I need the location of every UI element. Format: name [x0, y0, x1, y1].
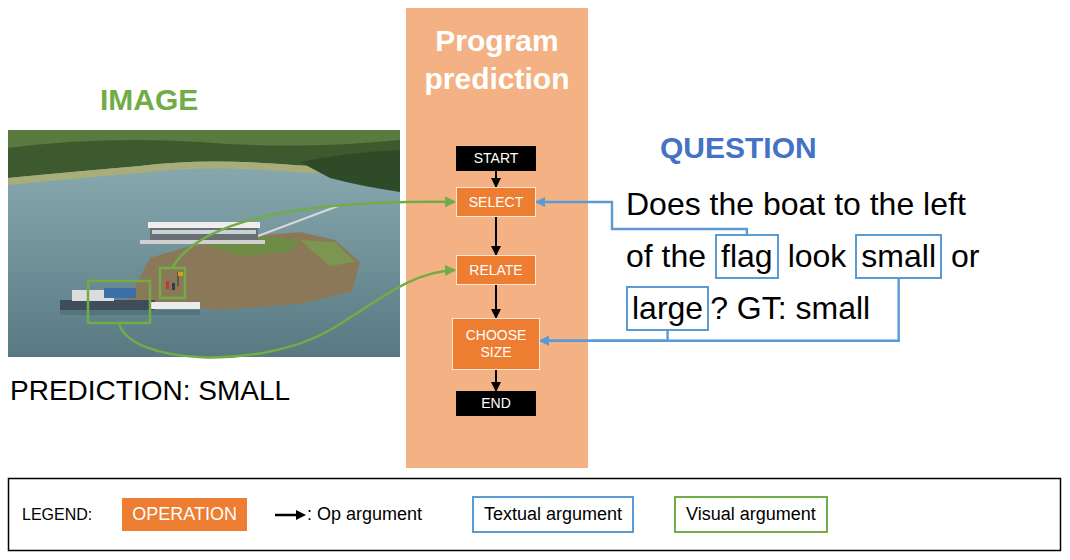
legend-item: Visual argument: [674, 496, 828, 533]
legend-item: OPERATION: [122, 498, 247, 531]
arrow-sample: [273, 507, 307, 523]
textual-argument-box: flag: [715, 234, 779, 278]
question-line: large? GT: small: [626, 286, 870, 331]
question-text: look: [788, 237, 847, 275]
question-text: ? GT: small: [710, 289, 870, 327]
node-label: SELECT: [466, 194, 526, 211]
textual-argument-link: [540, 331, 668, 341]
section-heading: IMAGE: [100, 83, 198, 117]
legend-frame: [9, 479, 1061, 551]
node-label: RELATE: [466, 262, 525, 279]
legend-sample-box: Visual argument: [674, 496, 828, 533]
boat-hull: [60, 300, 155, 310]
question-text: of the: [626, 237, 706, 275]
rocky-shore: [128, 232, 360, 310]
textual-argument-link: [540, 279, 899, 341]
legend-sample-box: Textual argument: [472, 496, 634, 533]
person: [172, 283, 175, 290]
legend-text: OPERATION: [132, 504, 237, 524]
legend-swatch: OPERATION: [122, 498, 247, 531]
node-label: small: [861, 237, 936, 275]
node-label: Program prediction: [406, 22, 588, 97]
arrowhead: [296, 510, 306, 520]
question-text: Does the boat to the left: [626, 185, 966, 223]
terminal-box: START: [456, 146, 536, 171]
node-label: large: [632, 289, 703, 327]
legend-heading: LEGEND:: [22, 506, 92, 524]
pier-windows: [152, 230, 256, 234]
question-line: flag small of the look or: [626, 234, 979, 279]
operation-box: CHOOSE SIZE: [452, 318, 540, 370]
node-label: flag: [721, 237, 773, 275]
visual-argument-link: [119, 270, 455, 357]
operation-arrow: [495, 171, 497, 187]
arrow-shaft: [275, 513, 298, 516]
flag: [178, 272, 183, 276]
visual-argument-box: [88, 281, 150, 323]
operation-arrow: [495, 285, 497, 318]
legend-item: : Op argument: [273, 504, 422, 525]
operation-arrow: [495, 217, 497, 255]
question-text: or: [951, 237, 979, 275]
visual-argument-box: [160, 268, 185, 298]
legend-text: : Op argument: [307, 504, 422, 525]
legend-row: LEGEND: OPERATION : Op argument Textual arg…: [22, 479, 828, 550]
operation-box: RELATE: [456, 255, 536, 285]
prediction-text: PREDICTION: SMALL: [10, 375, 290, 407]
question-line: Does the boat to the left: [626, 182, 966, 227]
node-label: START: [471, 150, 522, 167]
textual-argument-box: small: [855, 234, 942, 278]
operation-box: SELECT: [456, 187, 536, 217]
legend-text: Textual argument: [484, 504, 622, 524]
terminal-box: END: [456, 391, 536, 416]
program-panel-fill: [406, 8, 588, 468]
reflection: [60, 310, 200, 315]
far-hill: [8, 130, 400, 148]
node-label: END: [478, 395, 514, 412]
grass-patch: [300, 240, 355, 266]
person: [166, 281, 169, 289]
legend-item: Textual argument: [472, 496, 634, 533]
visual-argument-link: [172, 202, 455, 268]
boat-cover: [104, 288, 136, 298]
legend-text: Visual argument: [686, 504, 816, 524]
program-panel: Program predictionSTART SELECT RELATE CHOOS…: [406, 8, 588, 468]
operation-arrow: [495, 370, 497, 391]
tree-bank: [300, 150, 400, 192]
small-boat: [150, 302, 200, 309]
node-label: CHOOSE SIZE: [453, 327, 539, 361]
section-heading: QUESTION: [660, 131, 817, 165]
textual-argument-box: large: [626, 286, 709, 330]
